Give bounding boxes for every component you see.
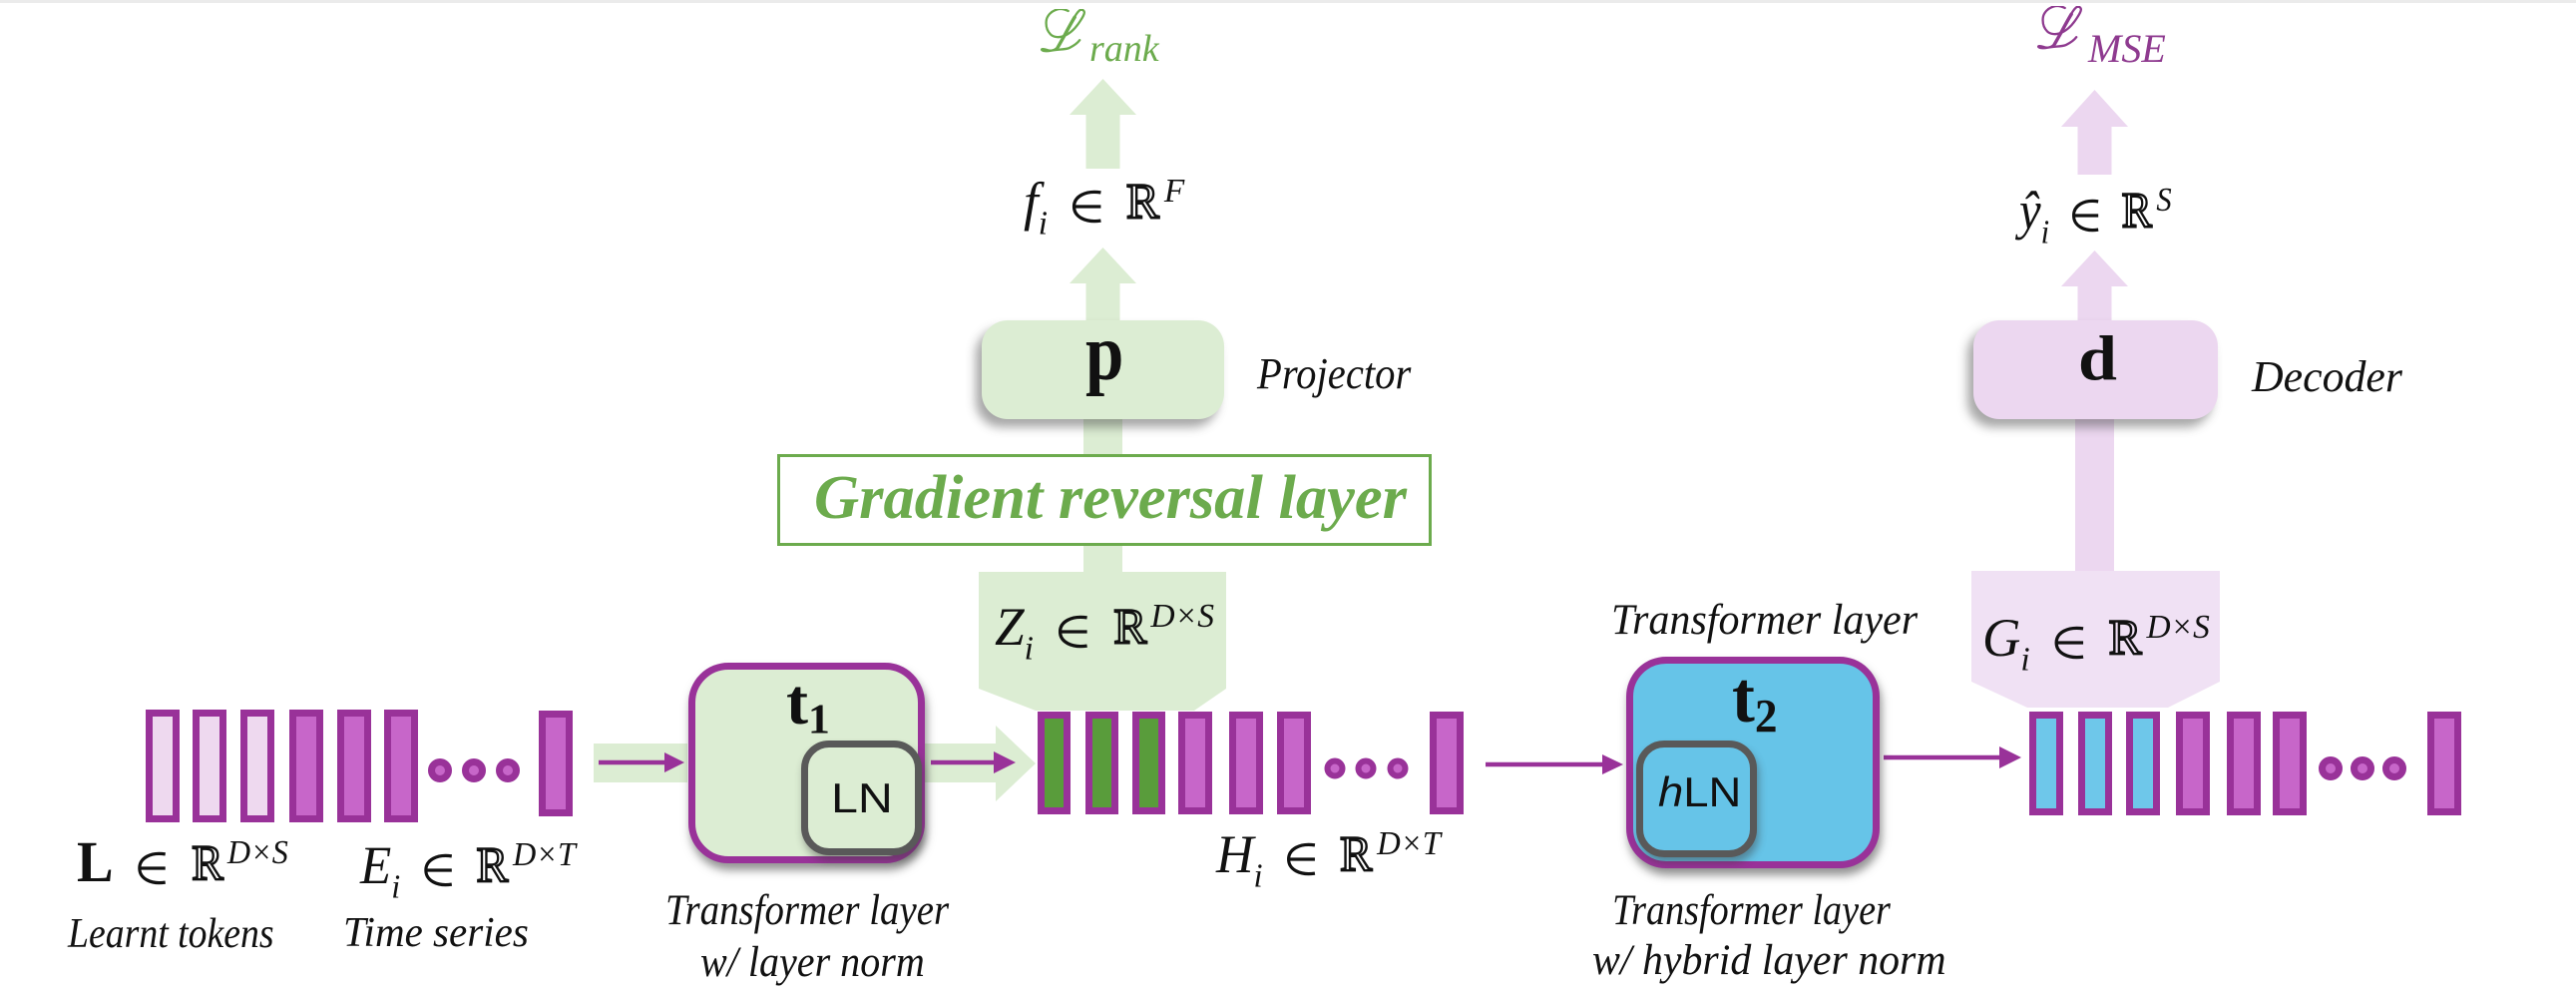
svg-text:R: R [192, 841, 223, 885]
svg-text:R: R [2122, 189, 2152, 233]
svg-text:R: R [1341, 832, 1373, 876]
svg-text:R: R [1127, 180, 1160, 224]
svg-text:R: R [477, 843, 509, 887]
svg-text:R: R [2109, 616, 2142, 660]
svg-text:R: R [1113, 605, 1147, 649]
